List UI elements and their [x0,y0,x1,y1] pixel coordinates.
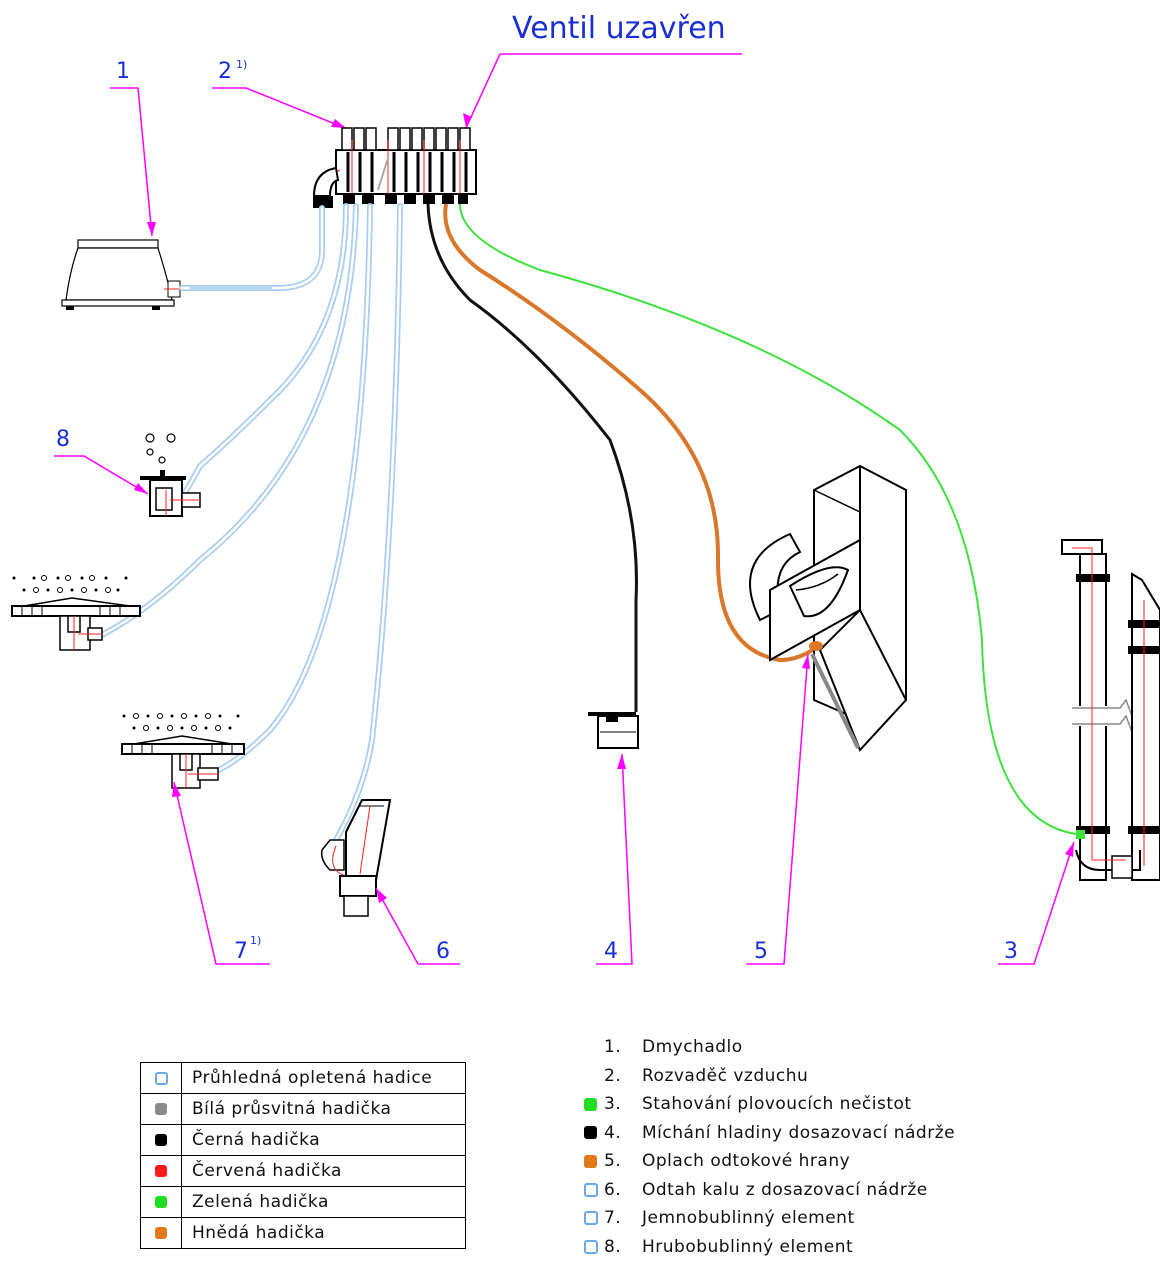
component-list-item: 2.Rozvaděč vzduchu [584,1062,1144,1091]
coarse-bubble-element [140,434,200,516]
component-marker [584,1240,604,1254]
legend-label: Hnědá hadička [182,1218,466,1249]
component-number: 3. [604,1094,642,1114]
component-color-swatch [584,1211,598,1225]
component-list-item: 5.Oplach odtokové hrany [584,1147,1144,1176]
legend-swatch-cell [141,1125,182,1156]
fine-bubble-element-lower [122,714,244,789]
legend-row: Černá hadička [141,1125,466,1156]
callout-2-leader [212,88,345,128]
legend-color-swatch [155,1072,168,1085]
callout-4-text: 4 [604,939,618,964]
air-distributor [313,128,476,208]
blower-unit [62,240,182,310]
legend-label: Průhledná opletená hadice [182,1063,466,1094]
green-hose [460,204,1076,834]
component-label: Hrubobublinný element [642,1237,853,1257]
legend-color-swatch [155,1165,167,1177]
component-color-swatch [584,1183,598,1197]
component-marker [584,1098,604,1111]
component-number: 6. [604,1180,642,1200]
callout-2-arrow [331,119,346,128]
component-color-swatch [584,1098,597,1111]
callout-3-arrow [1065,842,1074,857]
component-list-item: 4.Míchání hladiny dosazovací nádrže [584,1119,1144,1148]
legend-row: Průhledná opletená hadice [141,1063,466,1094]
callout-1-text: 1 [116,59,130,84]
floating-debris-skimmer [1062,540,1160,880]
callout-1-leader [110,88,152,236]
fine-bubble-element-upper [12,576,140,651]
component-list-item: 3.Stahování plovoucích nečistot [584,1090,1144,1119]
component-label: Rozvaděč vzduchu [642,1066,808,1086]
component-number: 7. [604,1208,642,1228]
component-marker [584,1183,604,1197]
legend-row: Hnědá hadička [141,1218,466,1249]
component-list-item: 8.Hrubobublinný element [584,1233,1144,1261]
callout-8-text: 8 [56,427,70,452]
component-label: Oplach odtokové hrany [642,1151,850,1171]
component-label: Odtah kalu z dosazovací nádrže [642,1180,928,1200]
legend-color-swatch [155,1196,167,1208]
callout-4-leader [596,754,632,964]
callout-8-leader [54,456,148,494]
component-number: 8. [604,1237,642,1257]
callout-7-note: 1) [250,934,261,947]
black-hose [428,204,636,712]
callout-7-text: 7 [234,939,248,964]
callout-6-text: 6 [436,939,450,964]
valve-closed-label: Ventil uzavřen [512,11,726,46]
component-color-swatch [584,1240,598,1254]
outflow-edge-structure [750,466,906,750]
legend-label: Zelená hadička [182,1187,466,1218]
legend-color-swatch [155,1134,167,1146]
component-list-item: 6.Odtah kalu z dosazovací nádrže [584,1176,1144,1205]
legend-color-swatch [155,1103,167,1115]
component-label: Dmychadlo [642,1037,743,1057]
callout-5-leader [746,654,808,964]
legend-swatch-cell [141,1094,182,1125]
component-color-swatch [584,1126,597,1139]
legend-swatch-cell [141,1218,182,1249]
legend-label: Bílá průsvitná hadička [182,1094,466,1125]
component-marker [584,1126,604,1139]
callout-2-note: 1) [236,58,247,71]
mixing-element [588,712,638,748]
legend-row: Zelená hadička [141,1187,466,1218]
component-list-item: 1.Dmychadlo [584,1033,1144,1062]
legend-label: Červená hadička [182,1156,466,1187]
component-label: Stahování plovoucích nečistot [642,1094,912,1114]
legend-label: Černá hadička [182,1125,466,1156]
callout-1-arrow [147,222,156,236]
component-label: Míchání hladiny dosazovací nádrže [642,1123,955,1143]
callout-8-arrow [134,483,148,494]
component-color-swatch [584,1155,597,1168]
component-marker [584,1155,604,1168]
component-list-item: 7.Jemnobublinný element [584,1204,1144,1233]
component-number: 2. [604,1066,642,1086]
legend-row: Červená hadička [141,1156,466,1187]
callout-3-text: 3 [1004,939,1018,964]
legend-row: Bílá průsvitná hadička [141,1094,466,1125]
callout-5-text: 5 [754,939,768,964]
component-number: 5. [604,1151,642,1171]
legend-swatch-cell [141,1187,182,1218]
callout-6-arrow [376,888,387,903]
component-number: 1. [604,1037,642,1057]
callout-4-arrow [617,754,626,769]
component-label: Jemnobublinný element [642,1208,855,1228]
legend-color-swatch [155,1227,167,1239]
component-marker [584,1211,604,1225]
legend-swatch-cell [141,1063,182,1094]
callout-2-text: 2 [218,59,232,84]
legend-swatch-cell [141,1156,182,1187]
component-number: 4. [604,1123,642,1143]
